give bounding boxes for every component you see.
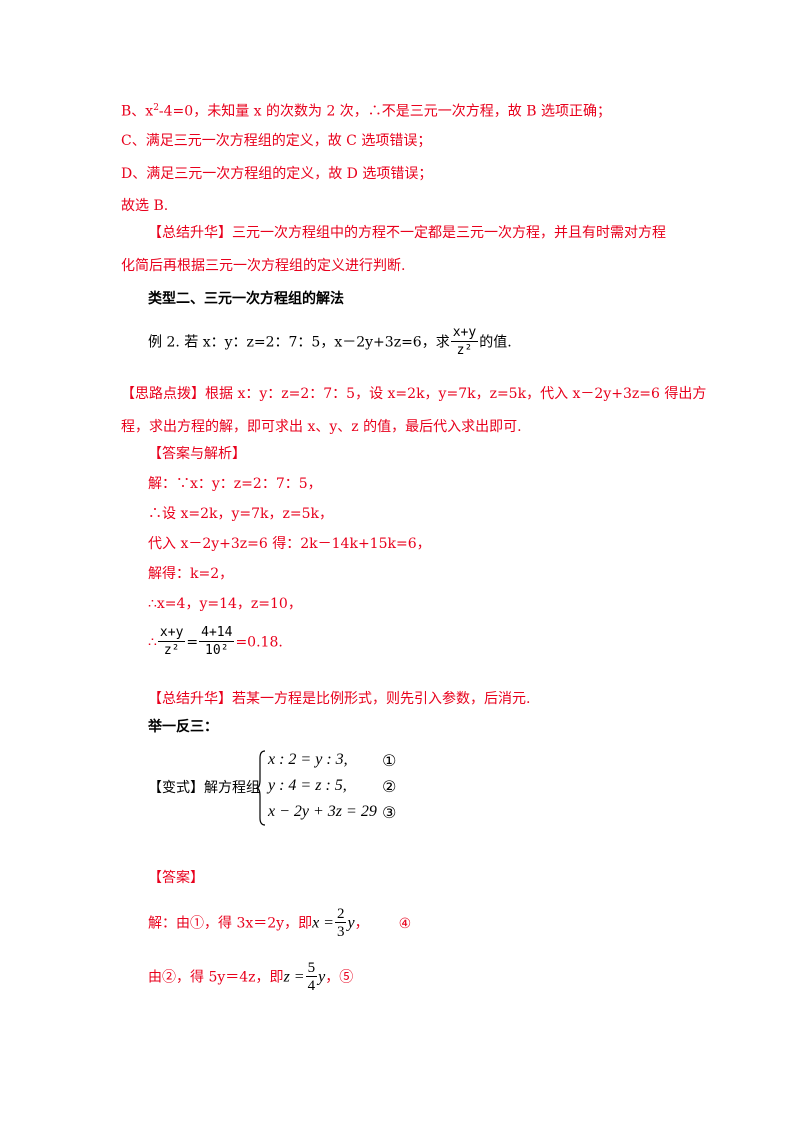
answer-line-2-z: z = (283, 968, 305, 986)
marker-3: ③ (382, 803, 397, 822)
answer-fraction-1-den: 3 (336, 924, 345, 940)
system-row-1: x : 2 = y : 3, (268, 751, 348, 768)
variant-label: 【变式】解方程组 (148, 780, 260, 796)
answer-line-1-comma: ， (354, 915, 369, 932)
option-b-rest: -4=0，未知量 x 的次数为 2 次，∴不是三元一次方程，故 B 选项正确； (158, 103, 611, 120)
solution-line-1: 解：∵x：y：z=2：7：5， (148, 476, 322, 492)
answer-line-1-marker: ④ (398, 915, 412, 932)
option-b-line: B、x2-4=0，未知量 x 的次数为 2 次，∴不是三元一次方程，故 B 选项… (121, 98, 611, 122)
option-b-prefix: B、x (121, 103, 154, 120)
example2-fraction-den: z² (456, 343, 473, 358)
therefore-symbol: ∴ (148, 634, 157, 651)
solution-fraction-2-num: 4+14 (199, 625, 235, 642)
system-brace-icon (256, 750, 266, 826)
solution-fraction-2-den: 10² (205, 643, 229, 658)
marker-2: ② (382, 777, 397, 796)
marker-1: ① (382, 751, 397, 770)
answer-fraction-2-den: 4 (307, 978, 316, 994)
system-row-2: y : 4 = z : 5, (268, 777, 347, 794)
hint-line-b: 程，求出方程的解，即可求出 x、y、z 的值，最后代入求出即可. (121, 419, 522, 435)
solution-line-4: 解得：k=2， (148, 566, 234, 582)
example2-fraction-num: x+y (450, 325, 479, 342)
answer-line-2-prefix: 由②，得 5y＝4z，即 (148, 969, 284, 986)
practice-heading: 举一反三： (148, 719, 218, 735)
solution-line-5: ∴x=4，y=14，z=10， (148, 596, 302, 612)
answer-fraction-2-num: 5 (305, 960, 318, 977)
option-d-line: D、满足三元一次方程组的定义，故 D 选项错误； (121, 166, 433, 182)
system-row-3: x − 2y + 3z = 29 (268, 803, 377, 820)
solution-line-3: 代入 x－2y+3z=6 得：2k－14k+15k=6， (148, 536, 431, 552)
solution-equals: = (186, 634, 199, 651)
solution-result: =0.18. (235, 634, 283, 651)
option-b-sup: 2 (153, 103, 159, 113)
solution-fraction-1-den: z² (163, 643, 180, 658)
answer-fraction-1-num: 2 (334, 906, 347, 923)
summary1-line-b: 化简后再根据三元一次方程组的定义进行判断. (121, 258, 406, 274)
answer-line-1-y: y (347, 914, 355, 932)
summary1-line-a: 【总结升华】三元一次方程组中的方程不一定都是三元一次方程，并且有时需对方程 (148, 225, 666, 241)
answer-title: 【答案】 (148, 870, 204, 886)
answer-analysis-title: 【答案与解析】 (148, 446, 246, 462)
example2-tail: 的值. (479, 334, 512, 351)
option-c-line: C、满足三元一次方程组的定义，故 C 选项错误； (121, 133, 432, 149)
type2-heading: 类型二、三元一次方程组的解法 (148, 291, 344, 307)
answer-line-2-suffix: ，⑤ (325, 969, 354, 986)
summary2-line: 【总结升华】若某一方程是比例形式，则先引入参数，后消元. (148, 691, 531, 707)
choose-line: 故选 B. (121, 198, 169, 214)
answer-line-1-prefix: 解：由①，得 3x＝2y，即 (148, 915, 313, 932)
answer-line-1-x: x = (312, 914, 334, 932)
example2-text: 例 2. 若 x：y：z=2：7：5，x－2y+3z=6，求 (148, 334, 450, 351)
solution-fraction-1-num: x+y (157, 625, 186, 642)
solution-line-2: ∴设 x=2k，y=7k，z=5k， (148, 506, 333, 522)
answer-line-2-y: y (318, 968, 326, 986)
hint-line-a: 【思路点拨】根据 x：y：z=2：7：5，设 x=2k，y=7k，z=5k，代入… (121, 386, 707, 402)
